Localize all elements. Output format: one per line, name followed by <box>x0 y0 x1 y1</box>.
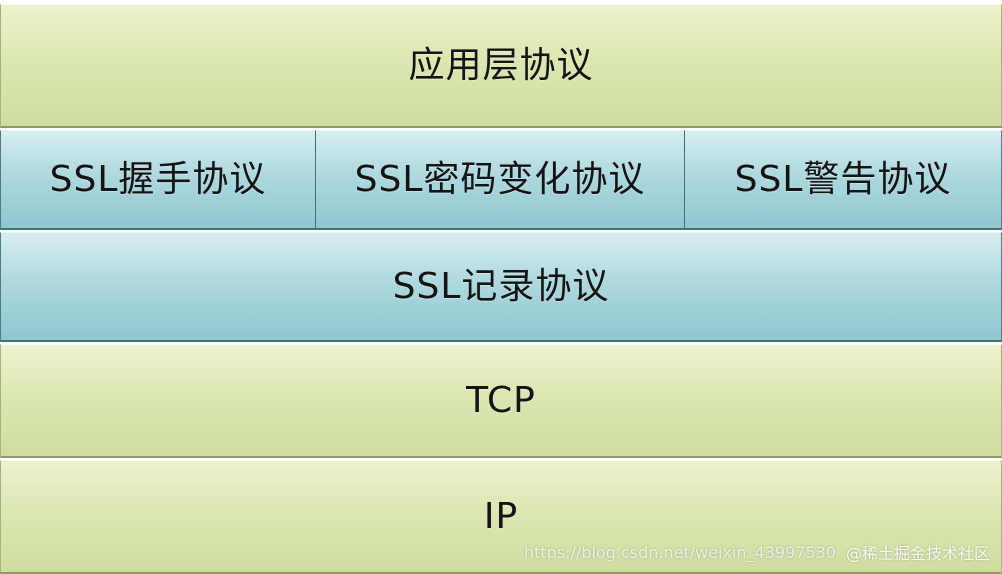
watermark-brand: @稀土掘金技术社区 <box>845 544 990 563</box>
ssl-record-label: SSL记录协议 <box>392 265 610 307</box>
application-layer-label: 应用层协议 <box>408 44 594 86</box>
ssl-handshake-label: SSL握手协议 <box>49 158 267 200</box>
ip-layer-box: IP <box>0 460 1002 574</box>
ssl-alert-label: SSL警告协议 <box>734 158 952 200</box>
application-layer-box: 应用层协议 <box>0 4 1002 128</box>
ip-layer-label: IP <box>483 495 519 537</box>
ssl-cipher-change-label: SSL密码变化协议 <box>354 158 646 200</box>
ssl-alert-box: SSL警告协议 <box>685 130 1002 230</box>
watermark: https://blog.csdn.net/weixin_43997530 @稀… <box>524 540 990 564</box>
ssl-record-box: SSL记录协议 <box>0 232 1002 342</box>
ssl-cipher-change-box: SSL密码变化协议 <box>316 130 685 230</box>
tcp-layer-box: TCP <box>0 344 1002 458</box>
ssl-handshake-box: SSL握手协议 <box>0 130 316 230</box>
tcp-layer-label: TCP <box>466 379 536 421</box>
watermark-url: https://blog.csdn.net/weixin_43997530 <box>523 542 836 562</box>
